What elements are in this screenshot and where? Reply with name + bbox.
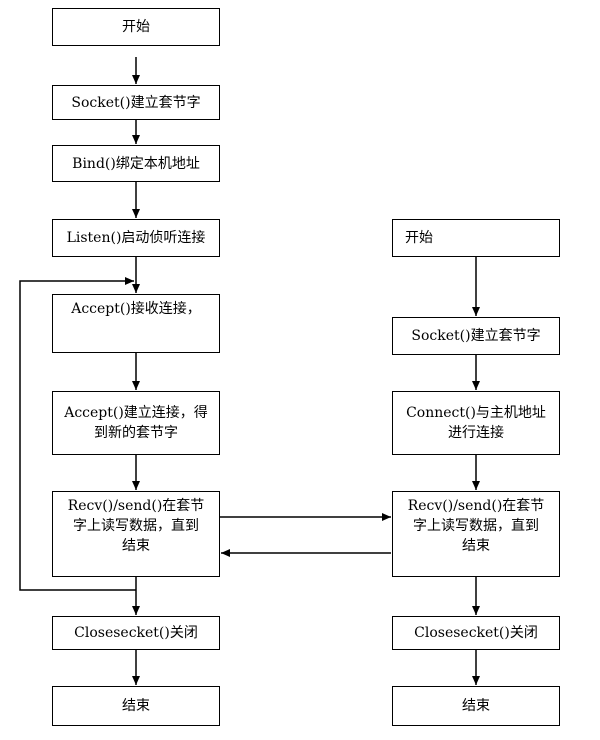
server-bind-label: Bind()绑定本机地址: [72, 155, 200, 172]
client-close-node: Closesecket()关闭: [392, 616, 560, 650]
client-recv-send-label: Recv()/send()在套节 字上读写数据，直到 结束: [407, 498, 545, 554]
server-recv-send-label: Recv()/send()在套节 字上读写数据，直到 结束: [67, 498, 205, 554]
client-start-label: 开始: [405, 230, 433, 246]
server-bind-node: Bind()绑定本机地址: [52, 145, 220, 182]
client-connect-label: Connect()与主机地址 进行连接: [406, 405, 546, 441]
client-close-label: Closesecket()关闭: [414, 625, 538, 641]
server-end-node: 结束: [52, 686, 220, 726]
server-end-label: 结束: [122, 698, 150, 714]
server-start-node: 开始: [52, 8, 220, 46]
client-end-node: 结束: [392, 686, 560, 726]
server-start-label: 开始: [122, 19, 150, 35]
server-listen-node: Listen()启动侦听连接: [52, 219, 220, 257]
server-socket-node: Socket()建立套节字: [52, 85, 220, 120]
client-connect-node: Connect()与主机地址 进行连接: [392, 391, 560, 455]
server-listen-label: Listen()启动侦听连接: [66, 230, 206, 246]
loop-back-line: [19, 277, 136, 591]
server-accept-node: Accept()接收连接，: [52, 294, 220, 353]
server-close-label: Closesecket()关闭: [74, 625, 198, 641]
client-start-node: 开始: [392, 219, 560, 257]
server-socket-label: Socket()建立套节字: [71, 94, 201, 111]
server-accept-new-label: Accept()建立连接，得 到新的套节字: [64, 405, 208, 441]
server-accept-new-node: Accept()建立连接，得 到新的套节字: [52, 391, 220, 455]
server-close-node: Closesecket()关闭: [52, 616, 220, 650]
client-recv-send-node: Recv()/send()在套节 字上读写数据，直到 结束: [392, 491, 560, 577]
client-socket-node: Socket()建立套节字: [392, 317, 560, 355]
server-recv-send-node: Recv()/send()在套节 字上读写数据，直到 结束: [52, 491, 220, 577]
client-end-label: 结束: [462, 698, 490, 714]
client-socket-label: Socket()建立套节字: [411, 328, 541, 344]
server-accept-label: Accept()接收连接，: [71, 301, 201, 317]
